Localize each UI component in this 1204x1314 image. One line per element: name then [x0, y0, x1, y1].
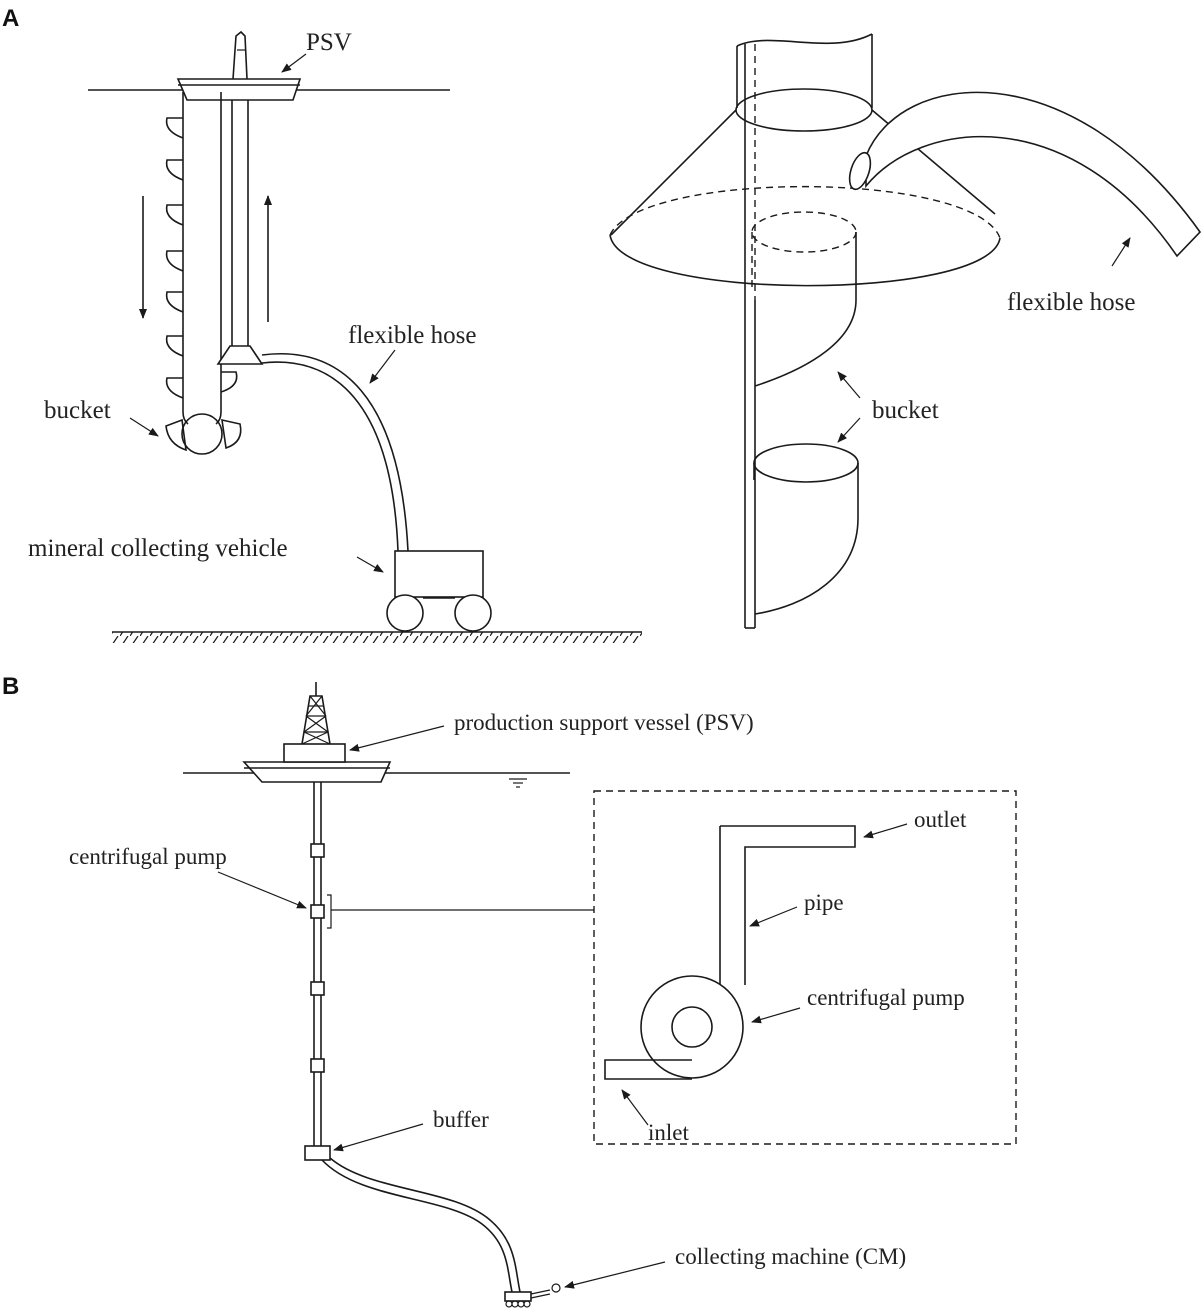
bucket-icon — [165, 418, 187, 452]
lifting-pipe — [216, 100, 264, 365]
pump-node — [310, 1058, 325, 1073]
panel-b-letter: B — [2, 673, 19, 700]
psv-label: PSV — [306, 29, 352, 56]
lower-bucket-rim — [753, 443, 859, 483]
collector-head-icon — [551, 1283, 561, 1293]
cone-rim-front — [609, 234, 1001, 287]
spiral-upper — [754, 232, 857, 387]
bucket-label: bucket — [44, 397, 111, 424]
inner-cylinder-top — [751, 211, 857, 253]
bucket-icon — [165, 291, 184, 313]
outlet-leader — [863, 823, 908, 839]
outlet-label: outlet — [914, 807, 967, 832]
pbsv-leader — [349, 725, 445, 752]
collecting-machine-label: collecting machine (CM) — [675, 1244, 906, 1269]
bucket-ladder — [165, 92, 242, 455]
centrifugal-pump-leader — [217, 871, 307, 909]
vehicle-leader — [356, 556, 384, 573]
flexible-hose-leader — [369, 349, 396, 384]
production-support-vessel — [242, 682, 392, 783]
buffer-leader — [333, 1123, 424, 1152]
detail-hose-leader — [1111, 237, 1131, 267]
panel-a-letter: A — [2, 5, 19, 32]
bucket-icon — [165, 250, 184, 272]
drilling-derrick-icon — [301, 682, 331, 745]
pbsv-label: production support vessel (PSV) — [454, 710, 754, 735]
seabed — [112, 631, 642, 643]
pump-node — [310, 981, 325, 996]
panel-b-flexible-hose — [321, 1157, 521, 1293]
detail-pump-label: centrifugal pump — [807, 985, 965, 1010]
vehicle-label: mineral collecting vehicle — [28, 535, 288, 562]
lower-bucket-body — [754, 463, 859, 615]
detail-hose-label: flexible hose — [1007, 289, 1135, 316]
panel-a-left-system: PSV flexible hose bucket mineral collect… — [28, 29, 642, 643]
centrifugal-pump-label: centrifugal pump — [69, 844, 227, 869]
pump-bracket — [327, 894, 332, 929]
cylinder-top-edge — [736, 33, 873, 47]
pipe-label: pipe — [804, 890, 844, 915]
pump-node — [310, 843, 325, 858]
wheel-icon — [454, 594, 492, 632]
pipe-leader — [749, 906, 798, 927]
collecting-machine-leader — [564, 1261, 666, 1289]
mineral-collecting-vehicle — [386, 550, 492, 632]
bucket-icon — [165, 117, 184, 139]
bucket-leader — [129, 417, 159, 437]
detail-flexible-hose — [848, 91, 1202, 258]
detail-bucket-leader-lower — [837, 417, 861, 443]
psv-leader — [281, 53, 307, 73]
panel-b-pump-detail: outlet pipe centrifugal pump inlet — [593, 790, 1017, 1145]
bucket-icon — [165, 204, 184, 226]
psv-vessel — [176, 30, 302, 101]
bucket-icon — [165, 159, 184, 181]
outlet-pipe — [720, 825, 856, 985]
bottom-sprocket — [181, 413, 223, 455]
bucket-icon — [165, 377, 184, 399]
detail-bucket-leader-upper — [837, 371, 861, 399]
buffer-box — [304, 1145, 331, 1161]
collecting-machine — [504, 1283, 561, 1308]
bucket-icon — [220, 371, 238, 393]
pump-node-selected — [310, 904, 325, 919]
inlet-leader — [621, 1089, 649, 1126]
buffer-label: buffer — [433, 1107, 489, 1132]
inlet-pipe — [604, 1059, 692, 1080]
pump-impeller — [671, 1006, 713, 1048]
wheel-icon — [386, 594, 424, 632]
water-level-icon — [509, 778, 527, 788]
bucket-icon — [221, 418, 242, 450]
inlet-label: inlet — [648, 1120, 689, 1145]
flexible-hose — [261, 353, 409, 552]
detail-dashed-frame — [593, 790, 1017, 1145]
detail-bucket-label: bucket — [872, 397, 939, 424]
panel-b-system: production support vessel (PSV) centrifu… — [69, 682, 906, 1308]
cylinder-base-ellipse — [735, 88, 873, 132]
cone-rim-back — [609, 185, 1001, 239]
panel-a-detail: flexible hose bucket — [609, 33, 1202, 629]
bucket-icon — [165, 335, 184, 357]
flexible-hose-label: flexible hose — [348, 322, 476, 349]
detail-pump-leader — [751, 1007, 801, 1024]
pump-housing — [640, 975, 744, 1079]
riser-pipe — [310, 782, 332, 1150]
